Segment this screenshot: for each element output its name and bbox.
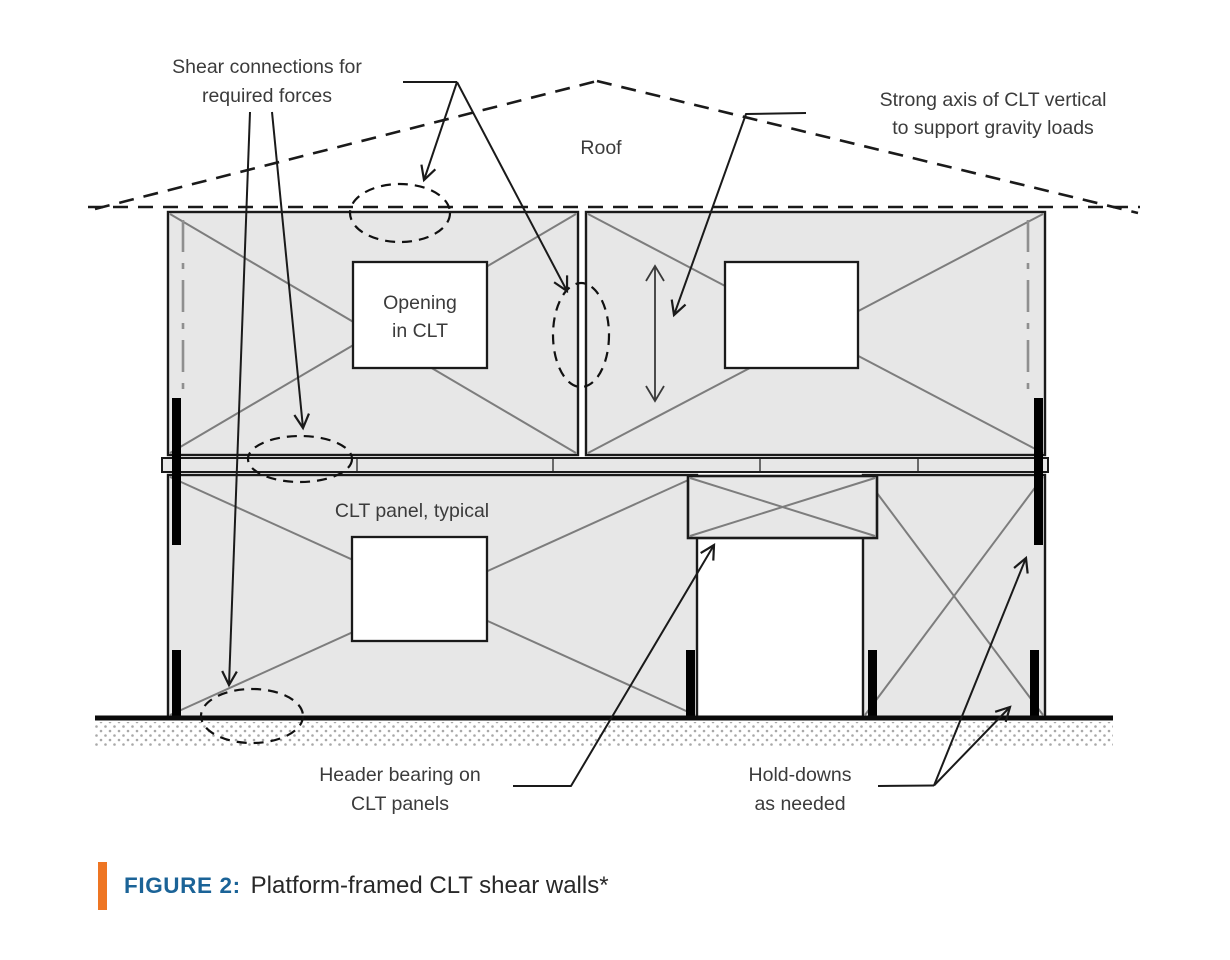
caption-accent-bar [98, 862, 107, 910]
leader-arrow-shear-base [221, 111, 251, 688]
label-clt-panel-typical: CLT panel, typical [335, 500, 489, 522]
label-shear-connections-line2: required forces [202, 85, 332, 107]
floor-platform-band [161, 457, 1049, 473]
upper-right-window [723, 260, 860, 370]
soil-hatch [95, 722, 1113, 747]
label-opening-line1: Opening [383, 292, 457, 314]
arrow-head-down-icon [645, 385, 665, 403]
label-hold-downs-line2: as needed [754, 793, 845, 815]
label-hold-downs-line1: Hold-downs [749, 764, 852, 786]
figure-caption: FIGURE 2: Platform-framed CLT shear wall… [98, 862, 609, 910]
leader-arrow-holddown-upper [933, 555, 1029, 786]
opening-in-clt-window [351, 260, 489, 370]
caption-figure-number: FIGURE 2: [124, 873, 241, 898]
panel-diagonal [864, 476, 1044, 716]
caption-title: Platform-framed CLT shear walls* [250, 872, 609, 899]
label-strong-axis-line2: to support gravity loads [892, 117, 1094, 139]
label-header-bearing-line1: Header bearing on [319, 764, 481, 786]
leader-arrow-strong-axis [670, 112, 807, 318]
label-opening-line2: in CLT [392, 320, 448, 342]
hold-down-bar [868, 650, 877, 717]
leader-arrow-shear-roof [420, 81, 458, 183]
label-header-bearing-line2: CLT panels [351, 793, 449, 815]
header-diagonal [689, 477, 876, 537]
label-shear-connections-line1: Shear connections for [172, 56, 362, 78]
arrow-head-up-icon [645, 264, 665, 282]
label-strong-axis-line1: Strong axis of CLT vertical [880, 89, 1107, 111]
leader-arrow-holddown-lower [933, 705, 1012, 787]
hold-down-bar [1030, 650, 1039, 717]
hold-down-bar [1034, 398, 1043, 545]
leader-holddown-stem [877, 784, 935, 787]
hold-down-bar [172, 650, 181, 717]
hold-down-bar [172, 398, 181, 545]
leader-arrow-header-bearing [513, 542, 716, 787]
hold-down-bar [686, 650, 695, 717]
clt-shear-wall-diagram: Shear connections for required forces Ro… [88, 56, 1140, 815]
roof-slope-right [596, 79, 1139, 215]
shear-connection-ellipse-base [199, 687, 305, 745]
roof-slope-left [94, 79, 598, 211]
label-roof: Roof [580, 137, 622, 159]
shear-connection-ellipse-roof [348, 182, 452, 244]
shear-connection-ellipse-panel-joint [551, 281, 611, 389]
leader-arrow-shear-floor [271, 111, 310, 431]
lower-left-window [350, 535, 489, 643]
shear-connection-ellipse-floor [246, 434, 354, 484]
leader-arrow-shear-joint [456, 81, 569, 294]
